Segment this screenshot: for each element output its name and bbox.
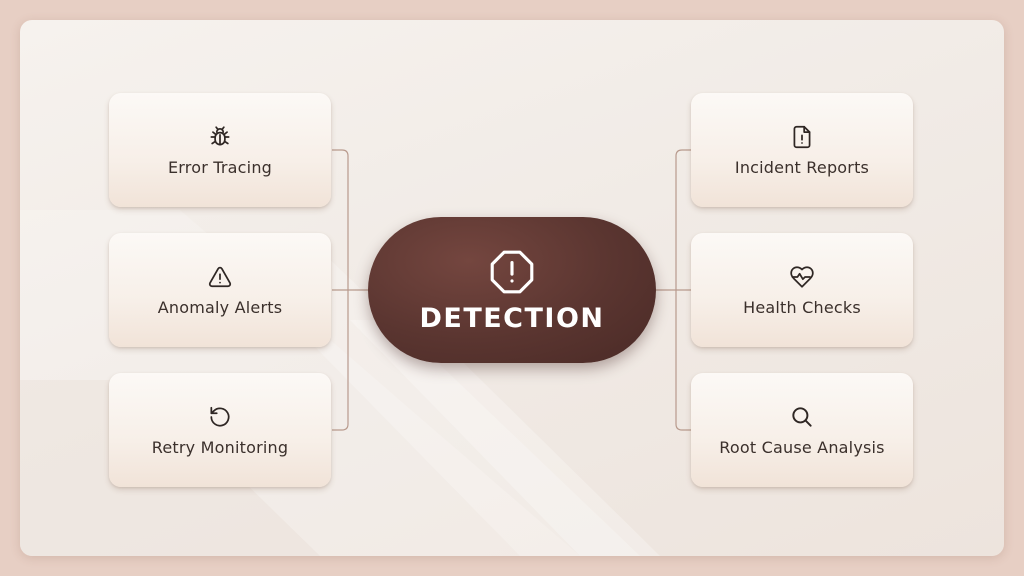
card-label: Incident Reports bbox=[734, 157, 870, 177]
card-label: Retry Monitoring bbox=[151, 437, 289, 457]
connector-lines bbox=[332, 149, 692, 431]
card-retry-monitoring[interactable]: Retry Monitoring bbox=[109, 373, 331, 487]
hub-title: DETECTION bbox=[419, 302, 605, 334]
warning-octagon-icon bbox=[490, 250, 534, 293]
card-label: Health Checks bbox=[743, 297, 861, 317]
file-alert-icon bbox=[793, 125, 811, 148]
card-error-tracing[interactable]: Error Tracing bbox=[109, 93, 331, 207]
card-label: Error Tracing bbox=[167, 157, 273, 177]
retry-icon bbox=[210, 406, 230, 427]
warning-triangle-icon bbox=[208, 266, 232, 287]
card-root-cause-analysis[interactable]: Root Cause Analysis bbox=[691, 373, 913, 487]
heart-pulse-icon bbox=[790, 265, 814, 288]
card-anomaly-alerts[interactable]: Anomaly Alerts bbox=[109, 233, 331, 347]
card-incident-reports[interactable]: Incident Reports bbox=[691, 93, 913, 207]
diagram-panel: Error Tracing Anomaly Alerts Retry Monit… bbox=[20, 20, 1004, 556]
detection-hub[interactable]: DETECTION bbox=[368, 217, 656, 363]
card-health-checks[interactable]: Health Checks bbox=[691, 233, 913, 347]
card-label: Anomaly Alerts bbox=[157, 297, 283, 317]
bug-icon bbox=[210, 125, 230, 145]
search-icon bbox=[792, 406, 812, 427]
card-label: Root Cause Analysis bbox=[719, 437, 885, 457]
